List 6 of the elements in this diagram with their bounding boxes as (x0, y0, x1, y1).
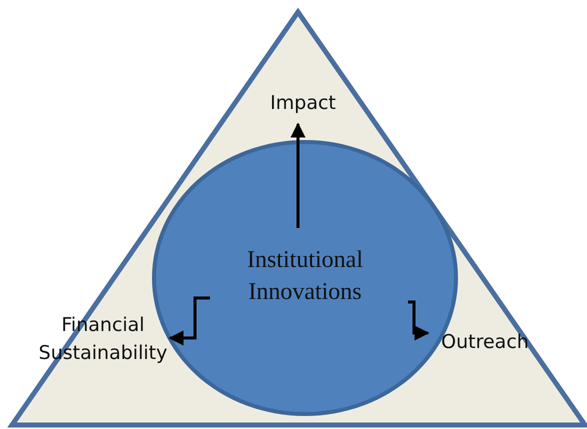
arrow (290, 122, 306, 228)
circle-label: Institutional Innovations (246, 246, 364, 307)
node-label: Outreach (425, 328, 545, 356)
arrow (168, 296, 210, 346)
arrow (408, 300, 430, 340)
node-label: Impact (258, 89, 348, 117)
